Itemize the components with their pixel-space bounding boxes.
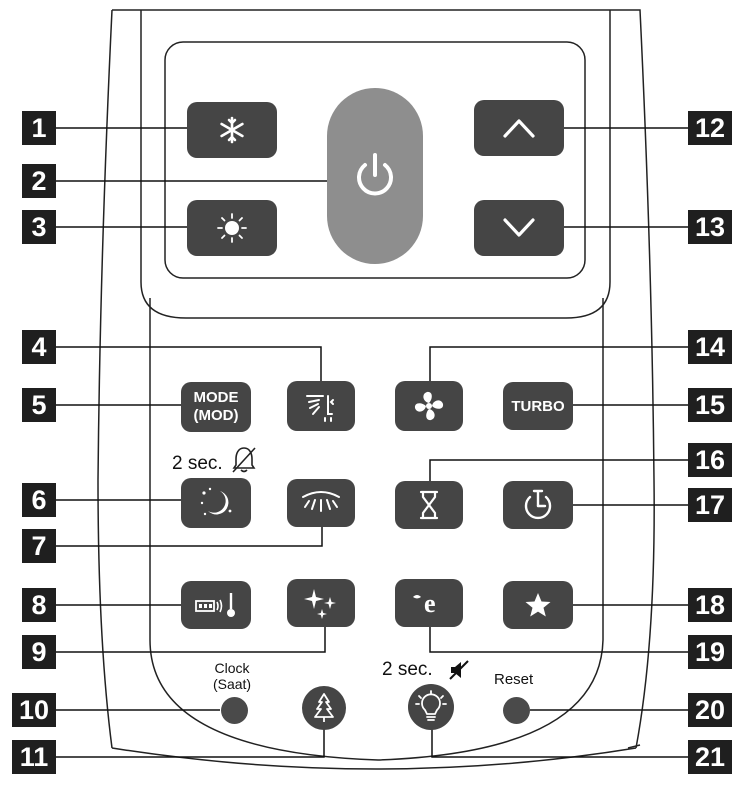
sleep-hold-label: 2 sec. — [172, 453, 223, 474]
label-1: 1 — [22, 111, 56, 145]
eco-e-icon: e — [413, 589, 436, 618]
swing-button[interactable] — [287, 381, 355, 431]
bulb-icon — [415, 690, 447, 721]
clock-timer-button[interactable] — [503, 481, 573, 529]
air-flap-icon — [302, 491, 340, 512]
label-14: 14 — [688, 330, 732, 364]
fan-icon — [414, 391, 444, 421]
clock-timer-icon — [524, 489, 552, 520]
temp-down-button[interactable] — [474, 200, 564, 256]
hourglass-icon — [419, 490, 439, 520]
label-21: 21 — [688, 740, 732, 774]
label-5: 5 — [22, 388, 56, 422]
clock-label: Clock — [214, 660, 250, 676]
flap-button[interactable] — [287, 479, 355, 527]
label-15: 15 — [688, 388, 732, 422]
label-17: 17 — [688, 488, 732, 522]
reset-label: Reset — [494, 671, 534, 688]
label-10: 10 — [12, 693, 56, 727]
temp-up-button[interactable] — [474, 100, 564, 156]
mute-bell-icon — [232, 447, 256, 473]
mute-speaker-icon — [449, 660, 469, 680]
light-button[interactable] — [408, 684, 454, 730]
snowflake-icon — [220, 116, 244, 144]
mode-label-alt: (MOD) — [193, 407, 239, 424]
label-18: 18 — [688, 588, 732, 622]
moon-stars-icon — [200, 487, 232, 516]
chevron-down-icon — [503, 218, 535, 237]
label-11: 11 — [12, 740, 56, 774]
turbo-button[interactable]: TURBO — [503, 382, 573, 430]
label-13: 13 — [688, 210, 732, 244]
cool-button[interactable] — [187, 102, 277, 158]
label-9: 9 — [22, 635, 56, 669]
label-3: 3 — [22, 210, 56, 244]
eco-button[interactable]: e — [395, 579, 463, 627]
ifeel-button[interactable] — [181, 581, 251, 629]
label-8: 8 — [22, 588, 56, 622]
label-7: 7 — [22, 529, 56, 563]
favorite-button[interactable] — [503, 581, 573, 629]
sparkle-icon — [304, 589, 336, 619]
light-hold-label: 2 sec. — [382, 659, 433, 680]
sleep-button[interactable] — [181, 478, 251, 528]
power-button[interactable] — [327, 88, 423, 264]
chevron-up-icon — [503, 119, 535, 138]
timer-button[interactable] — [395, 481, 463, 529]
label-19: 19 — [688, 635, 732, 669]
clean-button[interactable] — [287, 579, 355, 627]
clock-label-alt: (Saat) — [212, 676, 252, 692]
power-icon — [357, 153, 393, 196]
sun-icon — [217, 213, 247, 243]
air-swing-icon — [306, 395, 334, 422]
label-4: 4 — [22, 330, 56, 364]
label-6: 6 — [22, 483, 56, 517]
heat-button[interactable] — [187, 200, 277, 256]
mode-label: MODE — [193, 389, 239, 406]
mode-button[interactable]: MODE (MOD) — [181, 382, 251, 432]
label-20: 20 — [688, 693, 732, 727]
label-16: 16 — [688, 443, 732, 477]
reset-button[interactable] — [503, 697, 530, 724]
label-2: 2 — [22, 164, 56, 198]
tree-icon — [314, 693, 334, 722]
fan-button[interactable] — [395, 381, 463, 431]
sensor-thermometer-icon — [195, 593, 235, 617]
svg-text:e: e — [424, 589, 436, 618]
ionizer-button[interactable] — [302, 686, 346, 730]
label-12: 12 — [688, 111, 732, 145]
star-icon — [525, 593, 551, 617]
clock-button[interactable] — [221, 697, 248, 724]
